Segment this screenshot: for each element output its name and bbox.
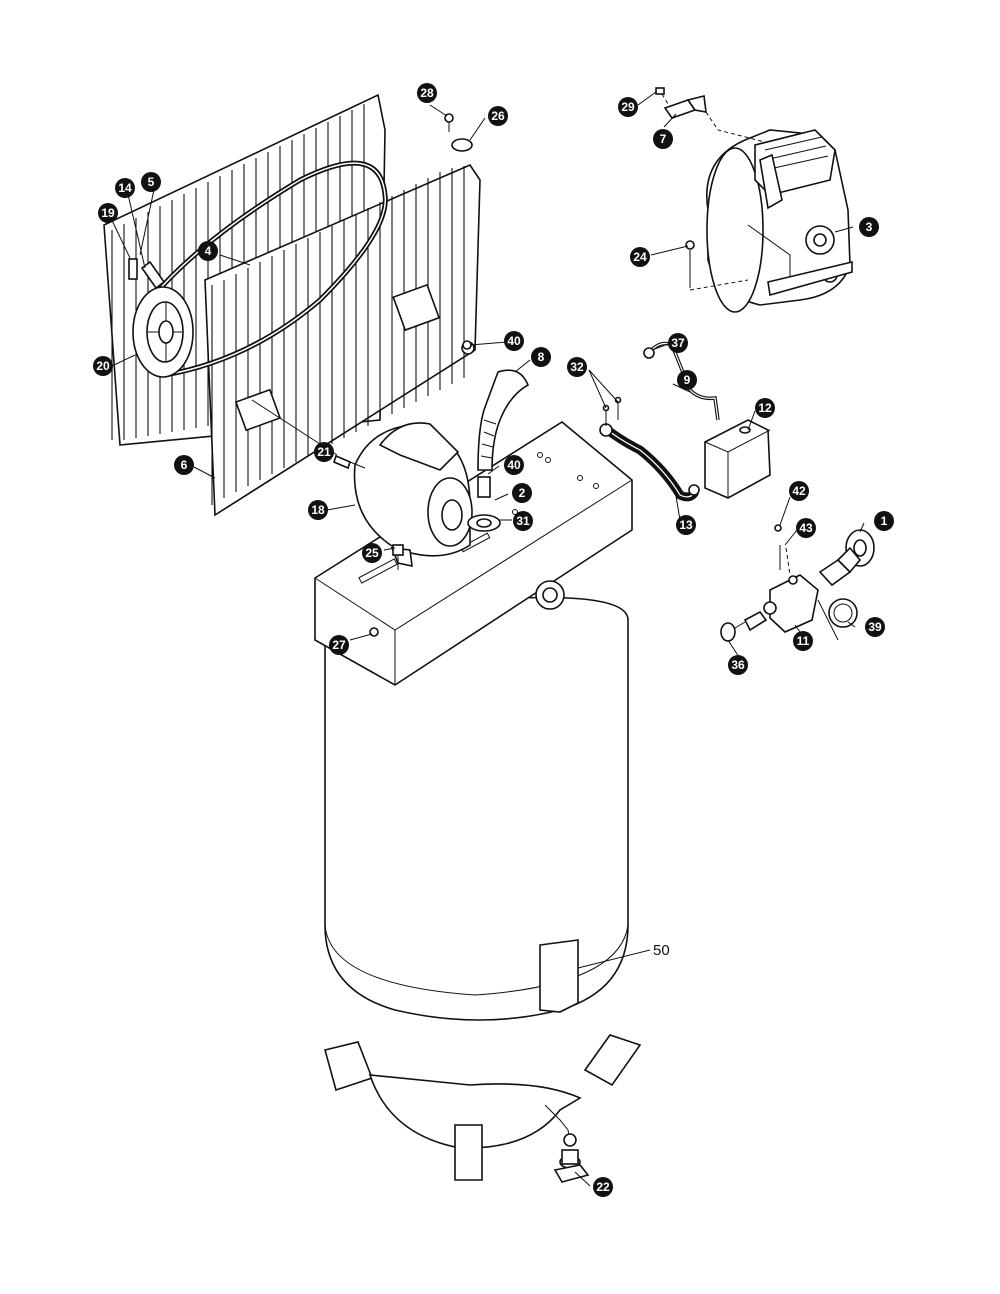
callout-3-label: 3 [866, 220, 873, 234]
callout-29-label: 29 [621, 100, 635, 114]
callout-20-label: 20 [96, 359, 110, 373]
callout-31: 31 [513, 511, 533, 531]
callout-4: 4 [198, 241, 218, 261]
callout-19: 19 [98, 203, 118, 223]
flex-hose [477, 369, 530, 471]
callout-13: 13 [676, 515, 696, 535]
callout-1: 1 [874, 511, 894, 531]
callout-21-label: 21 [317, 445, 331, 459]
callout-13-label: 13 [679, 518, 693, 532]
callout-40-lower: 40 [504, 455, 524, 475]
callout-25: 25 [362, 543, 382, 563]
pump-bracket [655, 87, 766, 143]
callout-1-label: 1 [881, 514, 888, 528]
callout-4-label: 4 [205, 244, 212, 258]
callout-21: 21 [314, 442, 334, 462]
callout-11-label: 11 [797, 634, 810, 648]
callout-2-label: 2 [519, 486, 526, 500]
callout-19-label: 19 [101, 206, 115, 220]
callout-5: 5 [141, 172, 161, 192]
pressure-switch [704, 419, 771, 499]
callout-5-label: 5 [148, 175, 155, 189]
callout-40-upper-label: 40 [507, 334, 521, 348]
callout-8-label: 8 [538, 350, 545, 364]
callout-27-label: 27 [332, 638, 346, 652]
callout-43: 43 [796, 518, 816, 538]
callout-40-upper: 40 [504, 331, 524, 351]
callout-42: 42 [789, 481, 809, 501]
belt-and-pulley [128, 160, 388, 378]
callout-27: 27 [329, 635, 349, 655]
callout-26: 26 [488, 106, 508, 126]
callout-40-lower-label: 40 [507, 458, 521, 472]
callout-39-label: 39 [868, 620, 882, 634]
callout-11: 11 [793, 631, 813, 651]
small-fasteners [333, 113, 590, 1183]
compressor-pump [706, 129, 853, 313]
callout-14-label: 14 [118, 181, 132, 195]
pump-bolt [685, 240, 749, 291]
callout-14: 14 [115, 178, 135, 198]
warning-label-plate [539, 939, 579, 1013]
callout-37-label: 37 [671, 336, 685, 350]
callout-22-label: 22 [596, 1180, 610, 1194]
callout-24: 24 [630, 247, 650, 267]
manifold-assembly [720, 524, 875, 642]
callout-28-label: 28 [420, 86, 434, 100]
callout-7-label: 7 [660, 132, 667, 146]
callout-6: 6 [174, 455, 194, 475]
callout-8: 8 [531, 347, 551, 367]
hose-screws [602, 396, 622, 426]
callout-36: 36 [728, 655, 748, 675]
callout-6-label: 6 [181, 458, 188, 472]
callout-28: 28 [417, 83, 437, 103]
callout-12: 12 [755, 398, 775, 418]
callout-43-label: 43 [799, 521, 813, 535]
callout-29: 29 [618, 97, 638, 117]
callout-42-label: 42 [792, 484, 806, 498]
callout-36-label: 36 [731, 658, 745, 672]
callout-50-label: 50 [653, 942, 670, 959]
pressure-hose [599, 423, 700, 502]
callout-24-label: 24 [633, 250, 647, 264]
leader-lines [107, 91, 865, 1187]
callout-12-label: 12 [758, 401, 772, 415]
callout-9-label: 9 [684, 373, 691, 387]
callout-18: 18 [308, 500, 328, 520]
callout-9: 9 [677, 370, 697, 390]
outlet-tube [643, 341, 720, 421]
callout-25-label: 25 [365, 546, 379, 560]
callout-39: 39 [865, 617, 885, 637]
motor [344, 422, 501, 568]
callout-32: 32 [567, 357, 587, 377]
callout-3: 3 [859, 217, 879, 237]
tank [324, 596, 642, 1181]
callout-7: 7 [653, 129, 673, 149]
callout-22: 22 [593, 1177, 613, 1197]
callout-18-label: 18 [311, 503, 325, 517]
callout-32-label: 32 [570, 360, 584, 374]
callout-20: 20 [93, 356, 113, 376]
callout-37: 37 [668, 333, 688, 353]
callout-2: 2 [512, 483, 532, 503]
callout-31-label: 31 [516, 514, 530, 528]
callout-26-label: 26 [491, 109, 505, 123]
belt-guard-front [204, 163, 481, 517]
